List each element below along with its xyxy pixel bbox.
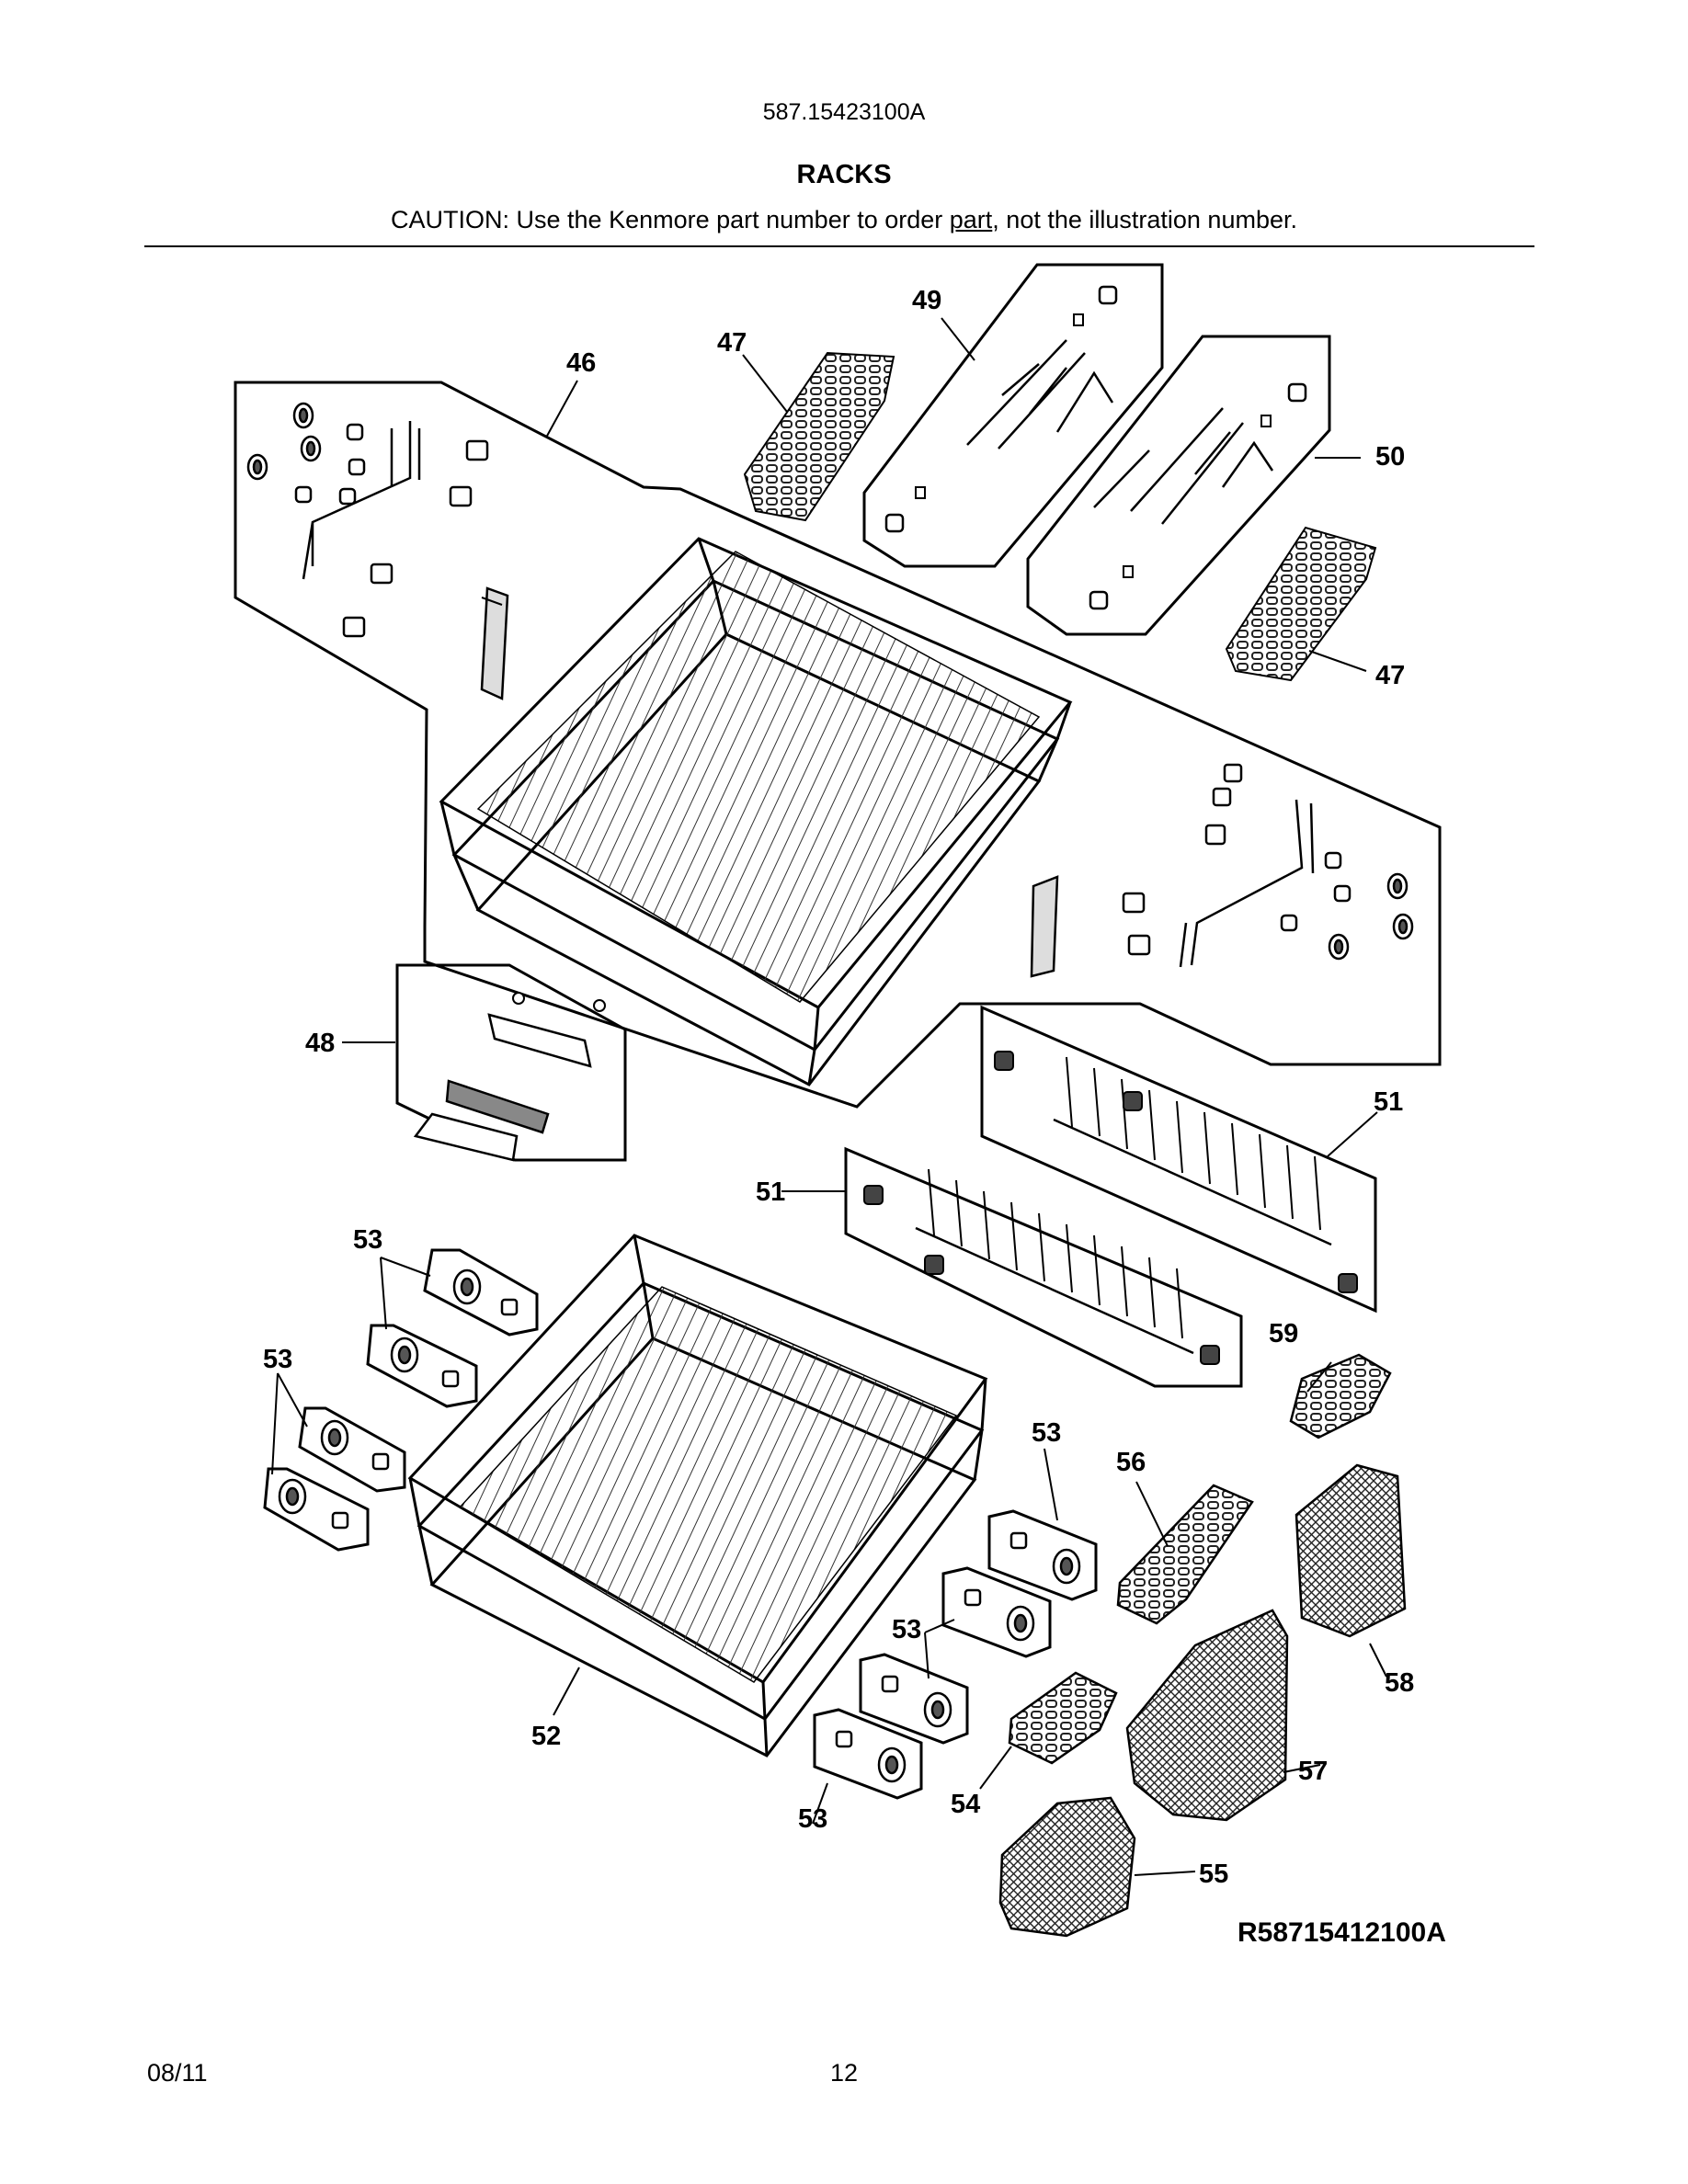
roller-boxes xyxy=(263,1248,1098,1800)
callout-51-upper: 51 xyxy=(1374,1087,1403,1117)
callout-59: 59 xyxy=(1269,1319,1298,1348)
callout-53-d: 53 xyxy=(892,1615,921,1644)
basket-lid-small xyxy=(1008,1671,1118,1765)
reference-code: R58715412100A xyxy=(1237,1917,1446,1948)
callout-51-lower: 51 xyxy=(756,1177,785,1207)
caution-text-prefix: CAUTION: Use the Kenmore part number to … xyxy=(391,206,950,233)
section-title: RACKS xyxy=(796,160,892,189)
callout-53-b: 53 xyxy=(263,1345,292,1374)
model-number: 587.15423100A xyxy=(762,99,926,125)
side-basket-lid xyxy=(1289,1353,1392,1439)
callout-56: 56 xyxy=(1116,1448,1146,1477)
upper-rack-kit-outline xyxy=(234,381,1442,1109)
upper-rack-hardware-right xyxy=(1030,763,1414,978)
header-rule xyxy=(144,245,1534,247)
tine-row-clip-right xyxy=(1225,526,1377,682)
leader-lines xyxy=(271,317,1387,1876)
upper-rack-basket xyxy=(439,537,1073,1086)
basket-lid-large xyxy=(1116,1484,1254,1625)
roller-box-5 xyxy=(987,1509,1098,1601)
side-basket xyxy=(1295,1463,1407,1638)
callout-53-c: 53 xyxy=(1032,1418,1061,1448)
callout-54: 54 xyxy=(951,1790,980,1819)
callouts: 46 47 49 47 50 48 51 51 53 53 52 56 53 5… xyxy=(263,286,1446,1948)
caution-note: CAUTION: Use the Kenmore part number to … xyxy=(0,206,1688,234)
roller-box-7 xyxy=(859,1653,969,1745)
caution-text-underlined: part xyxy=(949,206,993,233)
callout-48: 48 xyxy=(305,1029,335,1058)
lower-rack-basket xyxy=(407,1234,988,1757)
callout-53-a: 53 xyxy=(353,1225,382,1255)
roller-box-2 xyxy=(366,1324,478,1408)
roller-box-1 xyxy=(423,1248,539,1337)
callout-49: 49 xyxy=(912,286,941,315)
upper-rack-hardware-left xyxy=(246,402,509,700)
fold-down-tine-row-lower xyxy=(844,1146,1243,1388)
caution-text-suffix: , not the illustration number. xyxy=(992,206,1297,233)
cup-shelf-right-box xyxy=(1026,335,1331,636)
roller-wheels xyxy=(278,1268,1081,1783)
small-basket xyxy=(998,1796,1136,1938)
page-number: 12 xyxy=(829,2059,859,2087)
callout-53-e: 53 xyxy=(798,1804,827,1834)
callout-57: 57 xyxy=(1298,1757,1328,1786)
roller-box-6 xyxy=(941,1566,1052,1658)
callout-52: 52 xyxy=(531,1722,561,1751)
rack-handle-kit-box xyxy=(395,963,627,1162)
callout-55: 55 xyxy=(1199,1860,1228,1889)
silverware-basket xyxy=(1125,1609,1289,1822)
footer-date: 08/11 xyxy=(147,2059,208,2087)
callout-50: 50 xyxy=(1375,442,1405,472)
cup-shelf-left-box xyxy=(862,263,1164,568)
callout-47-right: 47 xyxy=(1375,661,1405,690)
roller-box-3 xyxy=(298,1406,406,1493)
tine-row-clip-top xyxy=(743,351,895,522)
callout-58: 58 xyxy=(1385,1668,1414,1698)
roller-box-8 xyxy=(813,1708,923,1800)
callout-47-top: 47 xyxy=(717,328,747,358)
callout-46: 46 xyxy=(566,348,596,378)
upper-rack-kit-group xyxy=(234,381,1442,1109)
roller-box-4 xyxy=(263,1467,370,1552)
fold-down-tine-row-upper xyxy=(980,1005,1377,1314)
